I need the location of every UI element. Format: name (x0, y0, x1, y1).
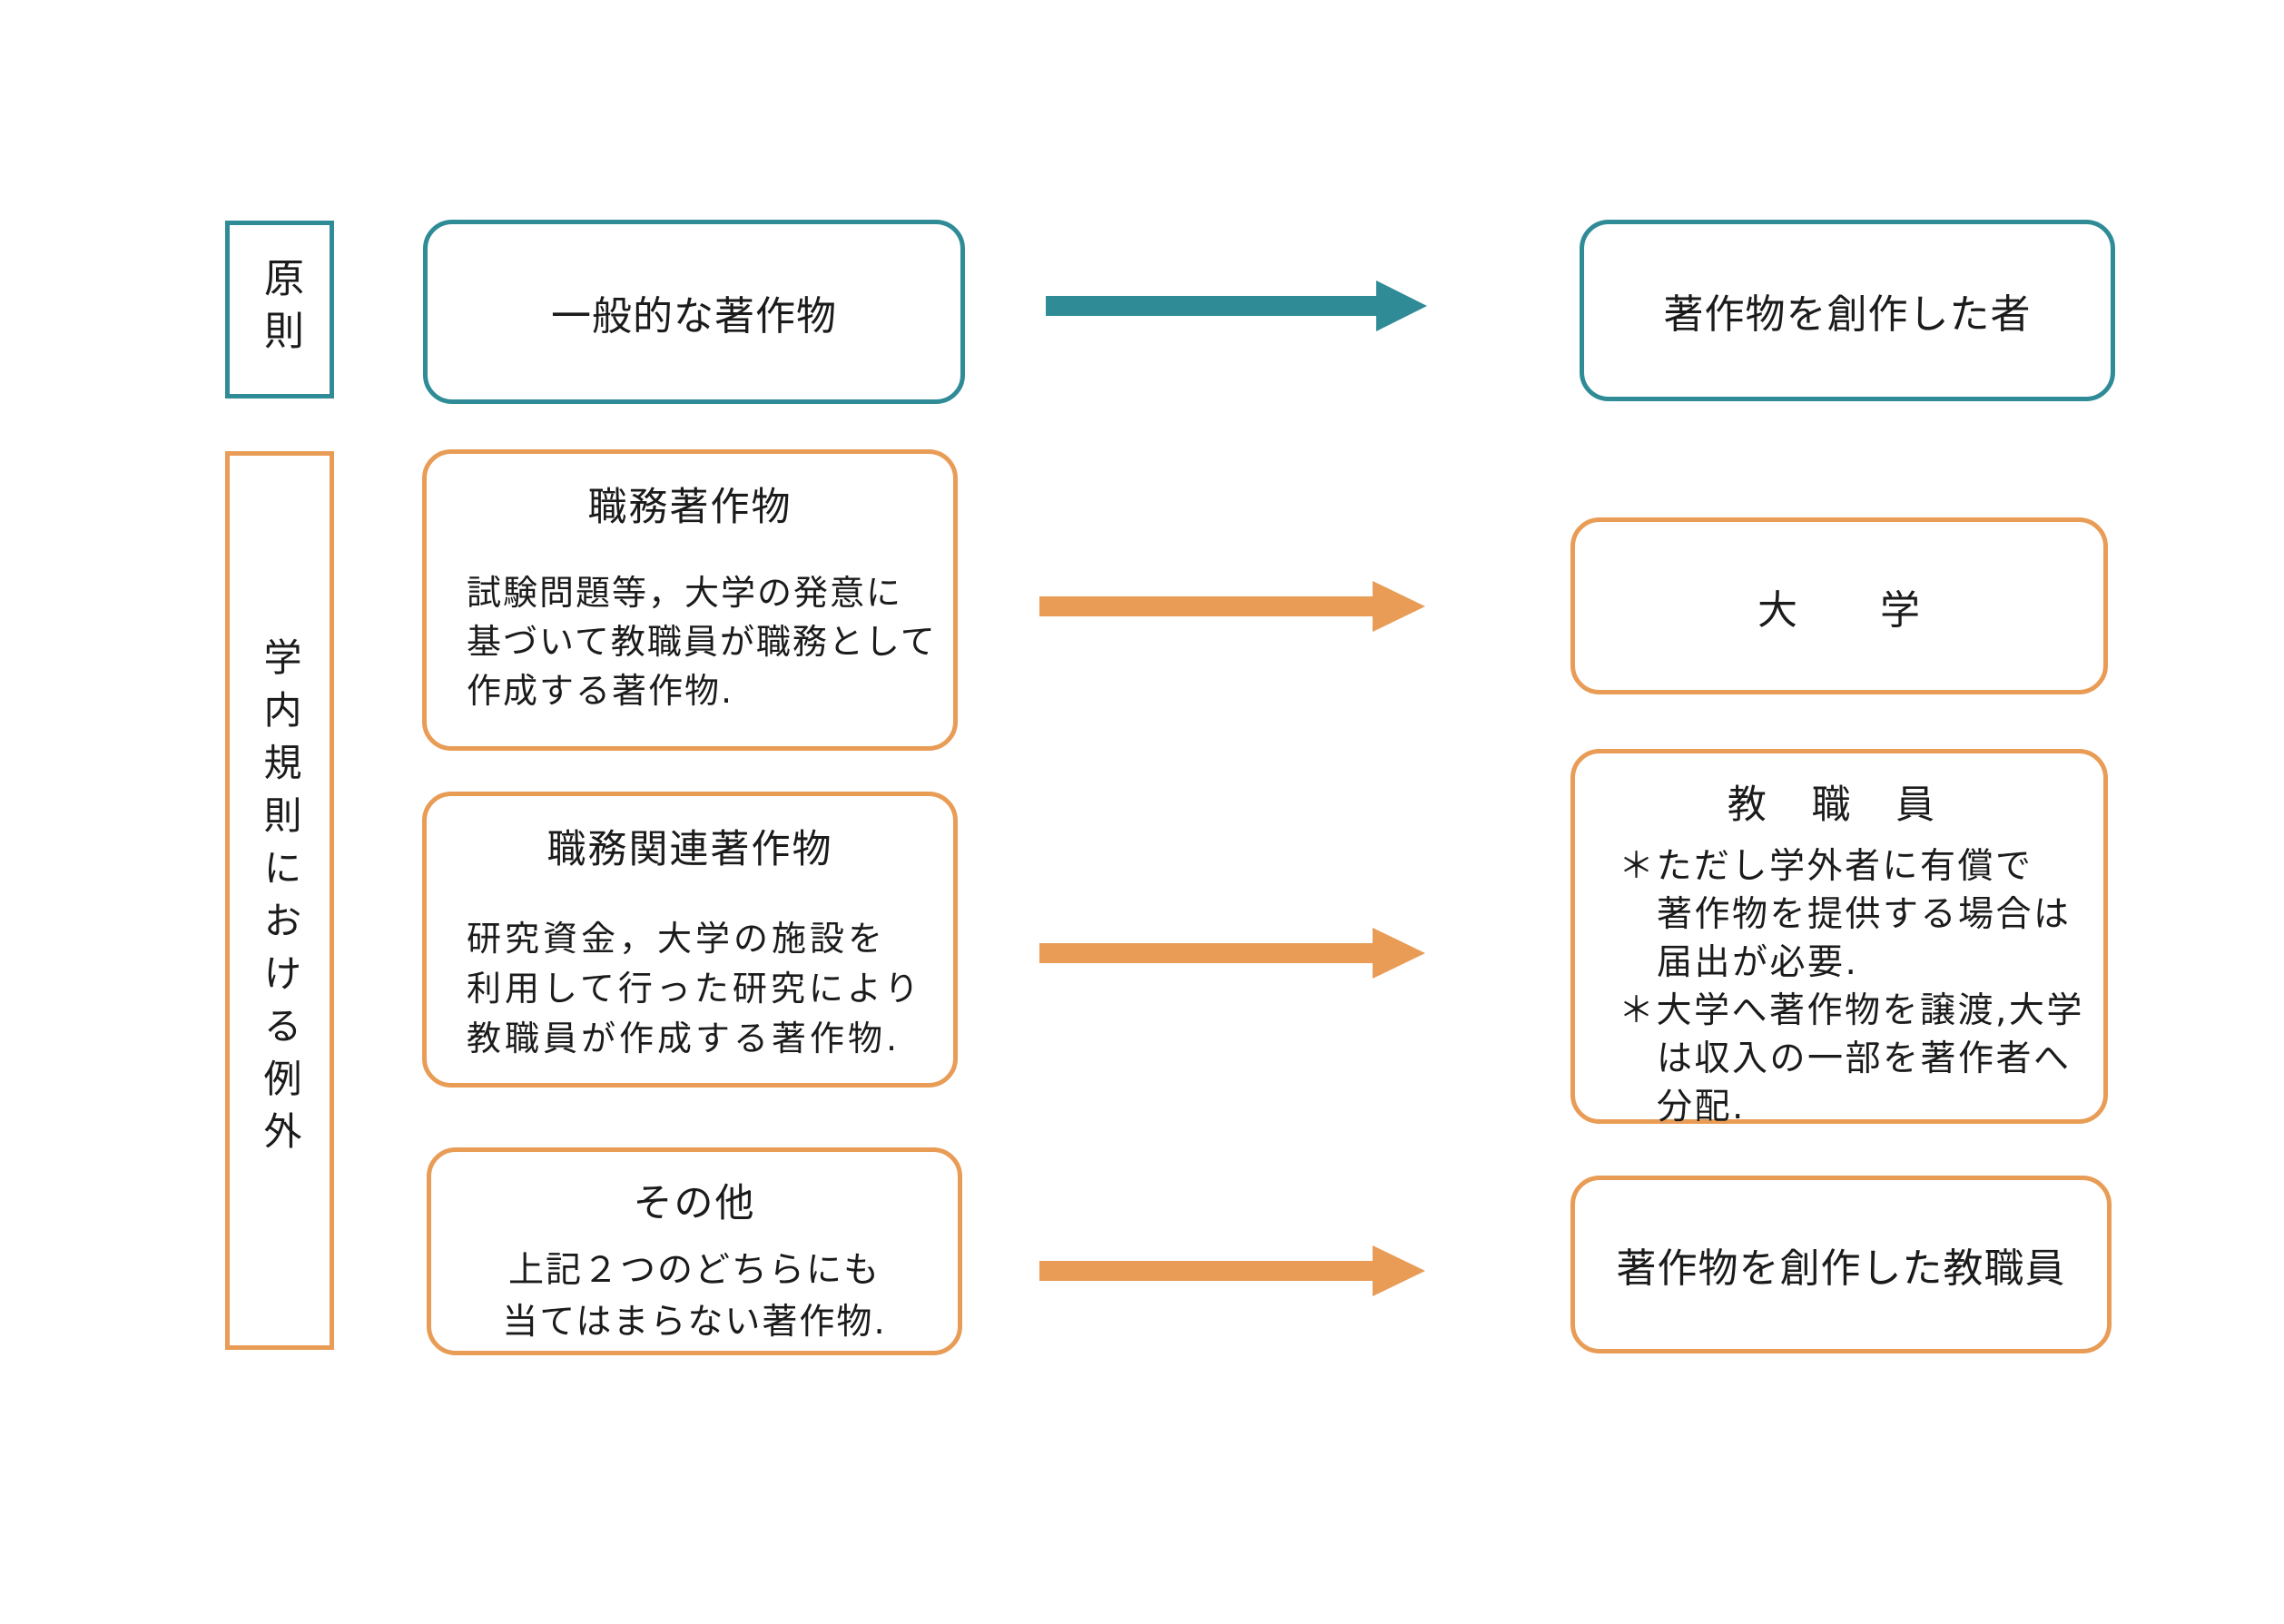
note-line: ＊大学へ著作物を譲渡,大学 (1619, 990, 2084, 1031)
principle-side-label-box: 原則 (225, 221, 334, 399)
exception-side-label: 学内規則における例外 (258, 637, 302, 1164)
right-arrow-icon (1039, 579, 1425, 634)
other-works-box: その他 上記２つのどちらにも 当てはまらない著作物. (427, 1147, 962, 1355)
creating-staff-box: 著作物を創作した教職員 (1570, 1176, 2112, 1353)
work-creator-box: 著作物を創作した者 (1580, 220, 2115, 401)
arrow-head (1373, 1245, 1425, 1296)
duty-related-work-title: 職務関連著作物 (546, 827, 833, 872)
description-line: 利用して行った研究により (467, 969, 923, 1009)
arrow-shaft (1039, 596, 1376, 616)
exception-side-label-box: 学内規則における例外 (225, 451, 334, 1350)
other-works-description: 上記２つのどちらにも 当てはまらない著作物. (431, 1245, 958, 1348)
description-line: 上記２つのどちらにも (507, 1250, 881, 1291)
arrow-shaft (1039, 943, 1376, 963)
work-for-hire-description: 試験問題等，大学の発意に 基づいて教職員が職務として 作成する著作物. (427, 568, 953, 715)
description-line: 教職員が作成する著作物. (467, 1019, 901, 1058)
note-line: 分配. (1657, 1087, 1746, 1127)
duty-related-work-description: 研究資金，大学の施設を 利用して行った研究により 教職員が作成する著作物. (427, 914, 953, 1064)
note-line: は収入の一部を著作者へ (1657, 1038, 2072, 1079)
principle-side-label: 原則 (257, 257, 303, 362)
general-work-box: 一般的な著作物 (423, 220, 965, 404)
arrow-shaft (1039, 1261, 1376, 1281)
work-creator-label: 著作物を創作した者 (1663, 291, 2032, 338)
note-line: ＊ただし学外者に有償で (1619, 846, 2033, 887)
note-line: 著作物を提供する場合は (1657, 894, 2072, 935)
right-arrow-icon (1039, 1244, 1425, 1298)
description-line: 作成する著作物. (467, 671, 734, 711)
right-arrow-icon (1046, 279, 1427, 333)
university-label: 大 学 (1757, 586, 1921, 634)
right-arrow-icon (1039, 926, 1425, 980)
description-line: 試験問題等，大学の発意に (467, 573, 903, 613)
arrow-head (1373, 928, 1425, 979)
university-box: 大 学 (1570, 517, 2108, 694)
other-works-title: その他 (633, 1181, 756, 1226)
arrow-head (1376, 281, 1427, 331)
arrow-shaft (1046, 296, 1378, 316)
creating-staff-label: 著作物を創作した教職員 (1616, 1245, 2066, 1292)
description-line: 研究資金，大学の施設を (467, 919, 887, 959)
description-line: 当てはまらない著作物. (502, 1302, 887, 1343)
duty-related-work-box: 職務関連著作物 研究資金，大学の施設を 利用して行った研究により 教職員が作成す… (422, 792, 958, 1088)
faculty-staff-box: 教 職 員 ＊ただし学外者に有償で 著作物を提供する場合は 届出が必要. ＊大学… (1570, 749, 2108, 1127)
work-for-hire-box: 職務著作物 試験問題等，大学の発意に 基づいて教職員が職務として 作成する著作物… (422, 449, 958, 751)
faculty-staff-title: 教 職 員 (1727, 782, 1952, 828)
description-line: 基づいて教職員が職務として (467, 622, 937, 662)
arrow-head (1373, 581, 1425, 632)
work-for-hire-title: 職務著作物 (587, 485, 793, 530)
faculty-staff-notes: ＊ただし学外者に有償で 著作物を提供する場合は 届出が必要. ＊大学へ著作物を譲… (1575, 842, 2103, 1131)
note-line: 届出が必要. (1657, 942, 1859, 983)
general-work-label: 一般的な著作物 (551, 292, 837, 340)
